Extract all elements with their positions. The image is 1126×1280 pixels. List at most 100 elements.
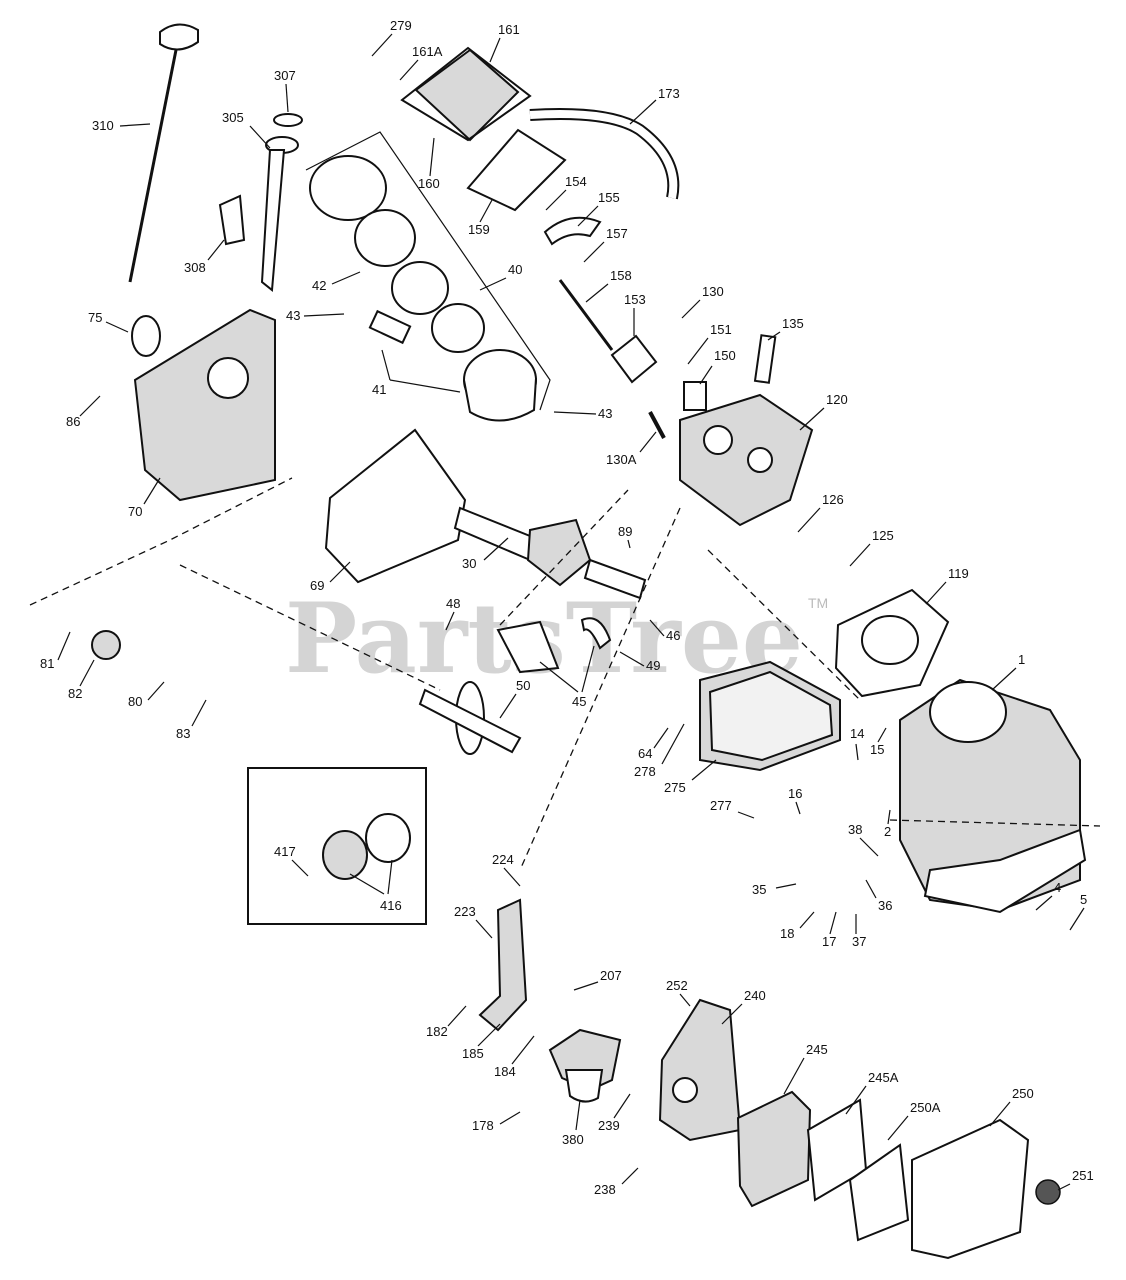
callout-159: 159 — [468, 199, 493, 237]
svg-text:307: 307 — [274, 68, 296, 83]
callout-82: 82 — [68, 659, 95, 701]
callout-130a: 130A — [606, 431, 657, 467]
part-screen-416 — [322, 813, 411, 880]
svg-text:153: 153 — [624, 292, 646, 307]
callout-161a: 161A — [399, 44, 443, 81]
callout-5: 5 — [1069, 892, 1087, 931]
inset-box — [247, 767, 427, 925]
svg-text:252: 252 — [666, 978, 688, 993]
part-oil-pump-82 — [91, 630, 121, 660]
part-crankcase-cover-70 — [131, 308, 276, 502]
callout-240: 240 — [721, 988, 766, 1025]
callout-239: 239 — [598, 1093, 631, 1133]
callout-40: 40 — [479, 262, 522, 291]
svg-text:5: 5 — [1080, 892, 1087, 907]
svg-text:86: 86 — [66, 414, 80, 429]
callout-41: 41 — [372, 349, 461, 397]
callout-161: 161 — [489, 22, 520, 63]
callout-250a: 250A — [887, 1100, 941, 1141]
svg-text:155: 155 — [598, 190, 620, 205]
callout-308: 308 — [184, 239, 225, 275]
callout-86: 86 — [66, 395, 101, 429]
svg-text:160: 160 — [418, 176, 440, 191]
part-camshaft-50 — [418, 681, 522, 755]
svg-text:80: 80 — [128, 694, 142, 709]
callout-184: 184 — [494, 1035, 535, 1079]
callout-120: 120 — [799, 392, 848, 431]
part-piston-rings — [305, 131, 551, 422]
callout-17: 17 — [822, 911, 837, 949]
part-engine-block-1 — [899, 678, 1087, 914]
part-head-gasket-119 — [834, 588, 950, 698]
callout-207: 207 — [573, 968, 622, 991]
svg-text:1: 1 — [1018, 652, 1025, 667]
callout-125: 125 — [849, 528, 894, 567]
svg-text:119: 119 — [948, 566, 969, 581]
svg-text:224: 224 — [492, 852, 514, 867]
svg-text:157: 157 — [606, 226, 628, 241]
callout-307: 307 — [274, 68, 296, 113]
callout-75: 75 — [88, 310, 129, 333]
svg-text:417: 417 — [274, 844, 296, 859]
svg-text:126: 126 — [822, 492, 844, 507]
part-guide-plate-153 — [610, 334, 658, 384]
svg-text:245A: 245A — [868, 1070, 899, 1085]
svg-text:380: 380 — [562, 1132, 584, 1147]
svg-text:245: 245 — [806, 1042, 828, 1057]
svg-text:70: 70 — [128, 504, 142, 519]
svg-text:240: 240 — [744, 988, 766, 1003]
callout-50: 50 — [499, 678, 530, 719]
svg-text:75: 75 — [88, 310, 102, 325]
part-pushrod-158 — [558, 279, 614, 351]
svg-text:223: 223 — [454, 904, 476, 919]
callout-126: 126 — [797, 492, 844, 533]
watermark-trademark: TM — [808, 595, 828, 611]
callout-36: 36 — [865, 879, 892, 913]
svg-text:43: 43 — [286, 308, 300, 323]
callout-223: 223 — [454, 904, 493, 939]
part-oring-307 — [273, 113, 303, 127]
callout-182: 182 — [426, 1005, 467, 1039]
svg-text:251: 251 — [1072, 1168, 1094, 1183]
callout-80: 80 — [128, 681, 165, 709]
callout-160: 160 — [418, 137, 440, 191]
svg-text:154: 154 — [565, 174, 587, 189]
callout-245: 245 — [783, 1042, 828, 1095]
svg-text:14: 14 — [850, 726, 864, 741]
callout-43-bottom: 43 — [553, 406, 612, 421]
svg-text:18: 18 — [780, 926, 794, 941]
svg-text:120: 120 — [826, 392, 848, 407]
callout-1: 1 — [991, 652, 1025, 691]
part-gasket-69 — [324, 428, 467, 584]
part-air-filter-245 — [736, 1090, 910, 1242]
callout-305: 305 — [222, 110, 271, 149]
callout-185: 185 — [462, 1023, 501, 1061]
callout-45: 45 — [539, 645, 595, 709]
part-cylinder-head-120 — [679, 393, 814, 527]
svg-text:46: 46 — [666, 628, 680, 643]
svg-text:207: 207 — [600, 968, 622, 983]
part-bolt-130a — [648, 411, 666, 439]
svg-text:158: 158 — [610, 268, 632, 283]
callout-417: 417 — [274, 844, 309, 877]
callout-157: 157 — [583, 226, 628, 263]
part-governor-45 — [496, 617, 612, 674]
svg-text:45: 45 — [572, 694, 586, 709]
svg-text:182: 182 — [426, 1024, 448, 1039]
svg-text:17: 17 — [822, 934, 836, 949]
callout-154: 154 — [545, 174, 587, 211]
callout-35: 35 — [752, 882, 797, 897]
svg-text:30: 30 — [462, 556, 476, 571]
callout-81: 81 — [40, 631, 71, 671]
part-dipstick-tube-305 — [260, 136, 299, 292]
part-gasket-159 — [466, 128, 567, 212]
callout-252: 252 — [666, 978, 691, 1007]
svg-text:69: 69 — [310, 578, 324, 593]
svg-text:130: 130 — [702, 284, 724, 299]
callout-155: 155 — [577, 190, 620, 227]
callout-238: 238 — [594, 1167, 639, 1197]
callout-250: 250 — [989, 1086, 1034, 1127]
callout-46: 46 — [649, 619, 680, 643]
svg-text:64: 64 — [638, 746, 652, 761]
